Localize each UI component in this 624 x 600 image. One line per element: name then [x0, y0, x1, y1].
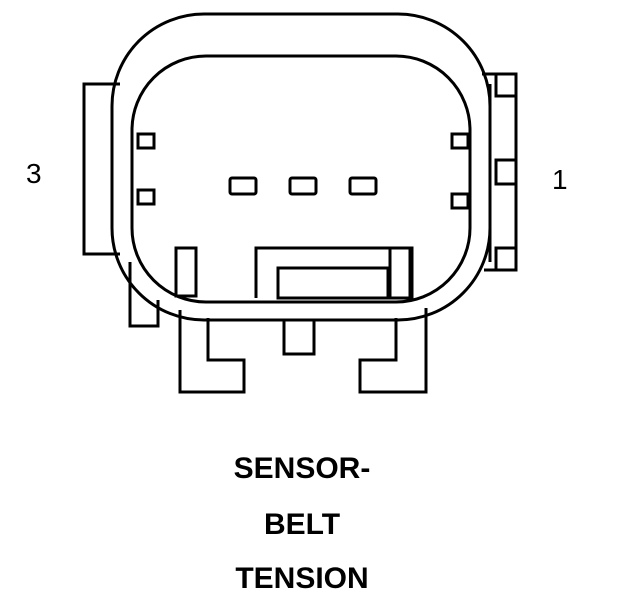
pin-label-left: 3	[26, 158, 42, 189]
caption-line-1: SENSOR-	[233, 452, 371, 485]
terminal-cavity-3	[228, 176, 258, 196]
bottom-key-inner	[276, 266, 390, 300]
right-rail-block-mid	[494, 158, 518, 186]
right-rail-block-top	[494, 72, 518, 98]
bottom-post-right	[388, 246, 412, 300]
caption-line-2: BELT	[263, 508, 341, 541]
inner-key-left-bottom	[136, 188, 156, 206]
inner-key-left-top	[136, 132, 156, 150]
inner-key-right-bottom	[450, 192, 470, 210]
right-rail	[482, 72, 518, 272]
connector-outer-shell	[110, 12, 492, 322]
inner-key-right-top	[450, 132, 470, 150]
right-rail-block-bot	[494, 246, 518, 272]
connector-inner-shell	[130, 54, 472, 304]
bottom-post-left	[174, 246, 198, 298]
pin-label-right: 1	[552, 164, 568, 195]
lower-foot-left	[178, 310, 246, 394]
left-latch-tab	[82, 82, 120, 256]
lower-center-tab	[282, 318, 316, 356]
caption-line-3: TENSION	[235, 562, 369, 595]
lower-foot-right	[358, 308, 428, 394]
terminal-cavity-2	[288, 176, 318, 196]
bottom-key-frame	[254, 246, 414, 300]
terminal-cavity-1	[348, 176, 378, 196]
left-lower-step	[128, 262, 160, 328]
